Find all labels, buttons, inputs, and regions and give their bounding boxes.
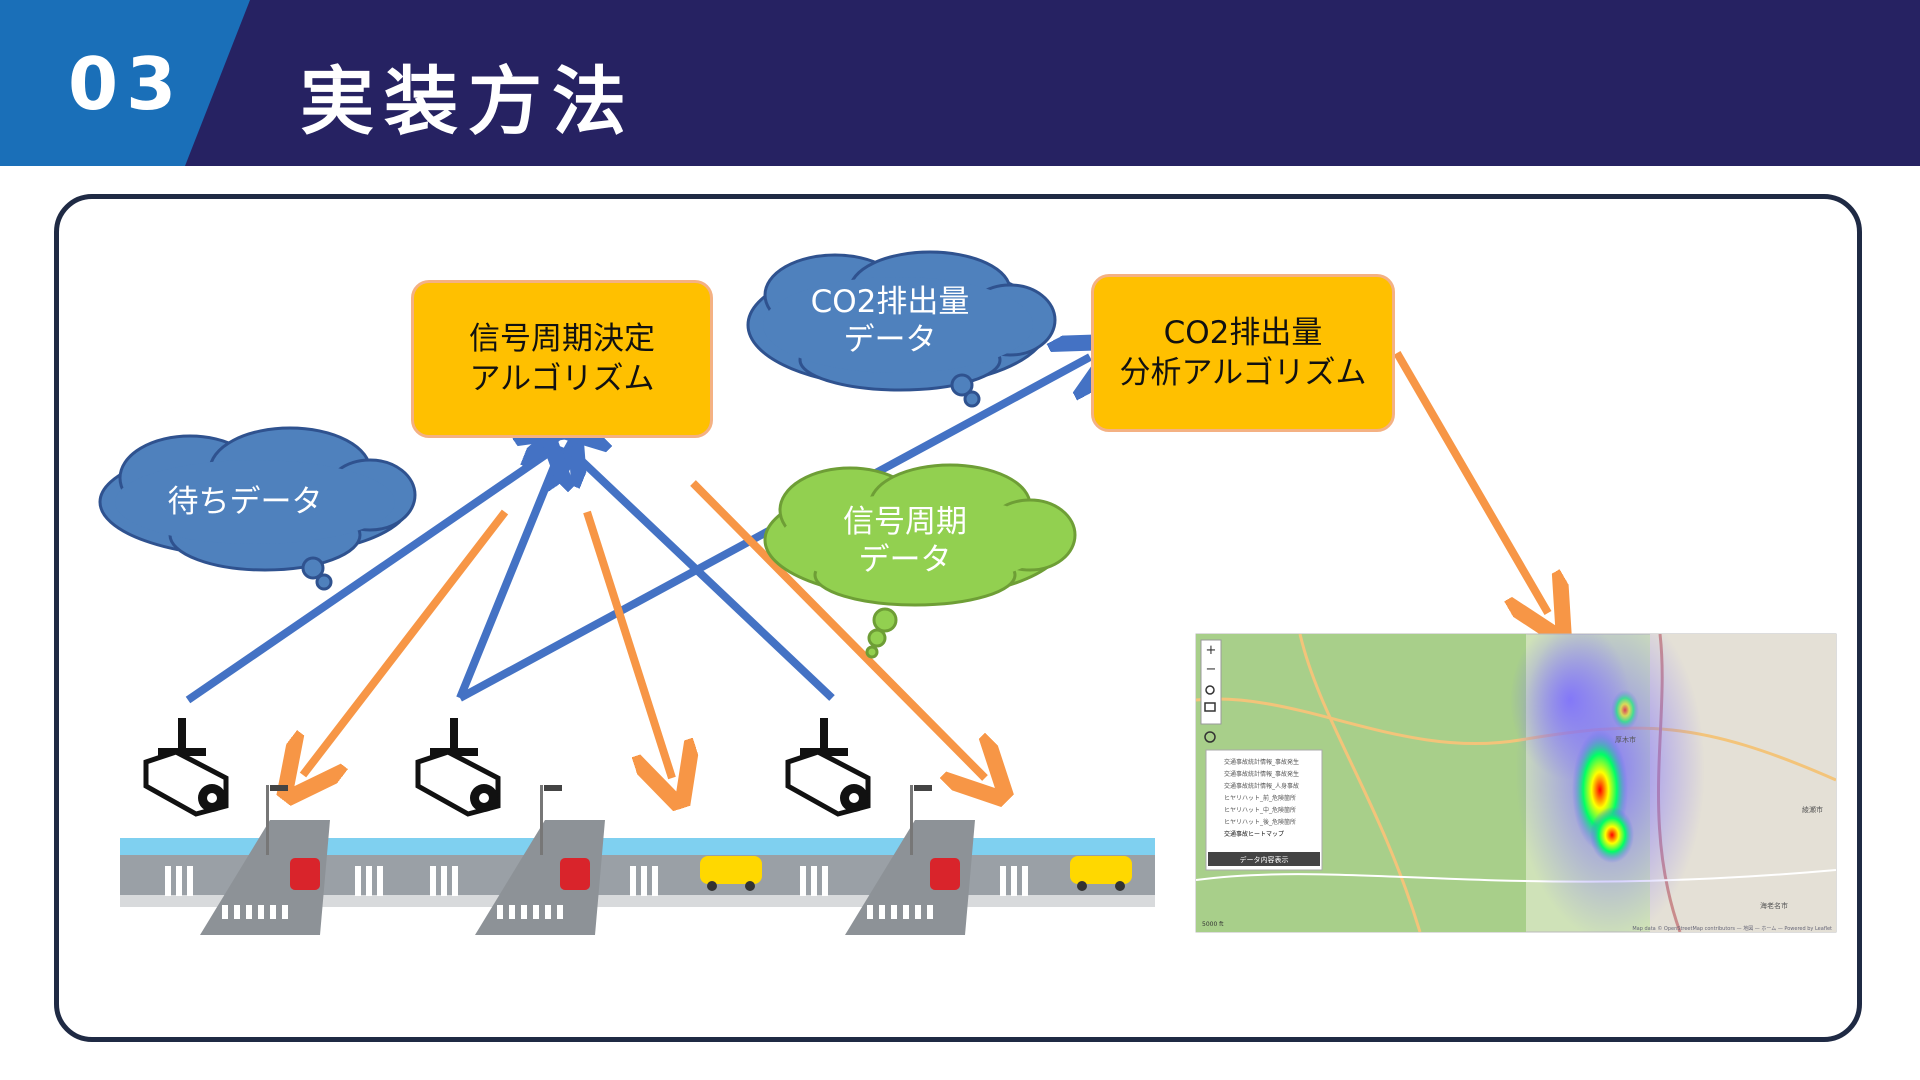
search-icon[interactable] bbox=[1205, 685, 1215, 695]
data-button-label: データ内容表示 bbox=[1240, 855, 1289, 864]
header-bar: 03 実装方法 bbox=[0, 0, 1920, 166]
arrow-camera2-to-algorithm bbox=[456, 447, 562, 700]
locate-icon[interactable] bbox=[1204, 731, 1216, 743]
arrow-to-intersection3 bbox=[690, 480, 985, 778]
zoom-in-button[interactable]: + bbox=[1206, 643, 1217, 658]
cloud-co2-data: CO2排出量 データ bbox=[746, 250, 1057, 408]
map-scale: 5000 ft bbox=[1202, 921, 1224, 928]
layer-item[interactable]: ヒヤリハット_前_危険箇所 bbox=[1224, 794, 1296, 802]
map-attribution: Map data © OpenStreetMap contributors — … bbox=[1632, 925, 1832, 932]
camera-icon bbox=[785, 718, 871, 817]
zoom-out-button[interactable]: − bbox=[1206, 662, 1217, 677]
data-button[interactable] bbox=[1208, 852, 1320, 866]
heatmap-map: + − 交通事故統計情報_事故発生 交通事故統計情報_事故発生 交通事故統計情報… bbox=[1195, 633, 1837, 933]
orange-arrows bbox=[303, 350, 1548, 778]
cloud-wait-data: 待ちデータ bbox=[98, 426, 417, 591]
layer-item[interactable]: 交通事故統計情報_事故発生 bbox=[1224, 770, 1299, 778]
intersection-illustration bbox=[120, 785, 1155, 935]
cloud-signal-data-line1: 信号周期 bbox=[843, 504, 967, 540]
map-place-label: 海老名市 bbox=[1760, 901, 1788, 910]
arrow-camera1-to-algorithm bbox=[185, 447, 557, 704]
layer-panel bbox=[1205, 749, 1323, 871]
map-place-label: 厚木市 bbox=[1615, 735, 1636, 744]
layer-item[interactable]: ヒヤリハット_後_危険箇所 bbox=[1224, 818, 1296, 826]
camera-icon bbox=[415, 718, 501, 817]
signal-algorithm-box: 信号周期決定 アルゴリズム bbox=[411, 280, 713, 438]
arrow-co2-to-heatmap bbox=[1393, 350, 1548, 613]
layer-item[interactable]: 交通事故統計情報_人身事故 bbox=[1224, 782, 1299, 790]
page-title: 実装方法 bbox=[300, 59, 636, 145]
cloud-wait-data-label: 待ちデータ bbox=[168, 484, 323, 520]
fullscreen-icon[interactable] bbox=[1204, 702, 1216, 712]
cloud-signal-data: 信号周期 データ bbox=[763, 463, 1077, 659]
arrow-to-intersection2 bbox=[583, 510, 672, 778]
cloud-co2-data-line2: データ bbox=[844, 322, 937, 358]
layer-item[interactable]: ヒヤリハット_中_危険箇所 bbox=[1224, 806, 1296, 814]
cloud-co2-data-line1: CO2排出量 bbox=[811, 284, 970, 320]
arrow-to-intersection1 bbox=[303, 509, 509, 775]
co2-algorithm-box: CO2排出量 分析アルゴリズム bbox=[1091, 274, 1395, 432]
layer-item[interactable]: 交通事故ヒートマップ bbox=[1224, 830, 1284, 838]
map-place-label: 綾瀬市 bbox=[1802, 805, 1823, 814]
section-number: 03 bbox=[68, 42, 185, 126]
camera-icon bbox=[143, 718, 229, 817]
cloud-signal-data-line2: データ bbox=[859, 542, 952, 578]
layer-item[interactable]: 交通事故統計情報_事故発生 bbox=[1224, 758, 1299, 766]
